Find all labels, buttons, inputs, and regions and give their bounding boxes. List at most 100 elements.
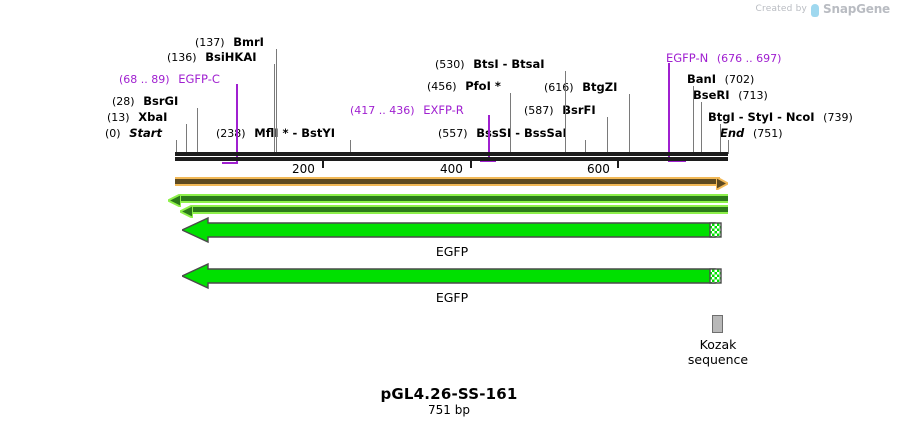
page-title: pGL4.26-SS-161 [380,385,518,403]
leader-site-bseri [701,102,702,154]
leader-site-bsssi-bsssai [585,140,586,154]
feature-orange-track[interactable] [175,175,731,192]
ruler-tick-200 [322,161,324,168]
site-bseri-position: (713) [738,89,768,102]
label-site-xbai[interactable]: (13) XbaI [107,110,167,124]
site-btsi-btsai-position: (530) [435,58,465,71]
site-bmri-enzyme: BmrI [233,35,264,49]
leader-site-btgi-styi-ncoi [720,124,721,154]
primer-exfp-r-range: (417 .. 436) [350,104,415,117]
site-xbai-position: (13) [107,111,130,124]
sequence-length-label: 751 bp [428,403,470,417]
site-bseri-enzyme: BseRI [693,88,730,102]
site-bsihkai-position: (136) [167,51,197,64]
leader-site-bmri [276,49,277,154]
site-pfoi-position: (456) [427,80,457,93]
ruler-label-200: 200 [292,162,315,176]
feature-kozak-sequence-label: Kozak sequence [687,337,749,367]
site-btgzi-enzyme: BtgZI [582,80,618,94]
ruler-label-400: 400 [440,162,463,176]
site-bsrfi-enzyme: BsrFI [562,103,596,117]
leader-site-bsrfi [607,117,608,154]
ruler-tick-600 [617,161,619,168]
site-bmri-position: (137) [195,36,225,49]
label-site-bmri[interactable]: (137) BmrI [195,35,264,49]
feature-egfp-1-label: EGFP [435,244,469,259]
leader-site-btgzi [629,94,630,154]
label-site-bsssi-bsssai[interactable]: (557) BssSI - BssSaI [438,126,567,140]
label-site-btgi-styi-ncoi[interactable]: BtgI - StyI - NcoI (739) [708,110,853,124]
feature-thin-green-1[interactable] [165,192,728,209]
site-xbai-enzyme: XbaI [138,110,168,124]
leader-site-bsihkai [274,64,275,154]
site-bsihkai-enzyme: BsiHKAI [205,50,257,64]
primer-egfp-n-range: (676 .. 697) [716,52,782,65]
snapgene-watermark: Created by SnapGene [755,2,890,17]
feature-kozak-sequence[interactable] [712,315,723,333]
leader-site-xbai [186,124,187,154]
leader-site-btsi-btsai [565,71,566,154]
sequence-ruler[interactable] [175,152,728,161]
feature-thin-green-2[interactable] [177,203,728,220]
site-mfli-bstyi-enzyme: MflI * - BstYI [254,126,336,140]
label-site-btgzi[interactable]: (616) BtgZI [544,80,617,94]
leader-primer-egfp-n-hook [668,160,686,162]
leader-site-start [176,140,177,154]
label-site-bsrfi[interactable]: (587) BsrFI [524,103,596,117]
leader-primer-egfp-c-hook [222,162,238,164]
feature-thin-green-2-body [192,205,728,214]
label-site-bsihkai[interactable]: (136) BsiHKAI [167,50,257,64]
leader-primer-egfp-n [668,63,670,162]
site-bsssi-bsssai-enzyme: BssSI - BssSaI [476,126,567,140]
site-bani-enzyme: BanI [687,72,716,86]
site-btgi-styi-ncoi-position: (739) [823,111,853,124]
site-start-enzyme: Start [129,126,162,140]
site-btsi-btsai-enzyme: BtsI - BtsaI [473,57,545,71]
site-bsrgi-enzyme: BsrGI [143,94,179,108]
leader-site-pfoi [510,93,511,154]
label-site-bseri[interactable]: BseRI (713) [693,88,768,102]
site-pfoi-enzyme: PfoI * [465,79,501,93]
feature-thin-green-1-body [180,194,728,203]
watermark-prefix: Created by [755,4,808,14]
watermark-brand: SnapGene [823,2,890,16]
label-primer-egfp-n[interactable]: EGFP-N (676 .. 697) [666,51,781,65]
label-site-start[interactable]: (0) Start [105,126,162,140]
site-bani-position: (702) [724,73,755,86]
site-bsrfi-position: (587) [524,104,554,117]
feature-orange-arrowhead-right [715,175,731,192]
primer-egfp-c-range: (68 .. 89) [119,73,170,86]
site-end-enzyme: End [720,126,745,140]
site-start-position: (0) [105,127,121,140]
leader-primer-exfp-r-hook [480,160,496,162]
site-bsrgi-position: (28) [112,95,135,108]
label-primer-egfp-c[interactable]: (68 .. 89) EGFP-C [119,72,220,86]
leader-site-bani [693,86,694,154]
label-site-bsrgi[interactable]: (28) BsrGI [112,94,178,108]
primer-exfp-r-name: EXFP-R [423,103,464,117]
ruler-bar-top [175,152,728,156]
feature-egfp-2[interactable] [182,262,723,290]
snapgene-logo-icon [811,3,820,17]
primer-egfp-n-name: EGFP-N [666,51,709,65]
leader-primer-egfp-c [236,84,238,164]
site-btgi-styi-ncoi-enzyme: BtgI - StyI - NcoI [708,110,815,124]
site-bsssi-bsssai-position: (557) [438,127,468,140]
site-btgzi-position: (616) [544,81,574,94]
ruler-label-600: 600 [587,162,610,176]
feature-egfp-2-label: EGFP [435,290,469,305]
feature-orange-body [175,177,720,186]
label-site-end[interactable]: End (751) [720,126,783,140]
label-site-btsi-btsai[interactable]: (530) BtsI - BtsaI [435,57,545,71]
label-site-pfoi[interactable]: (456) PfoI * [427,79,501,93]
leader-primer-exfp-r [488,115,490,162]
leader-site-bsrgi [197,108,198,154]
feature-egfp-1[interactable] [182,216,723,244]
label-primer-exfp-r[interactable]: (417 .. 436) EXFP-R [350,103,464,117]
ruler-bar-bottom [175,157,728,161]
label-site-bani[interactable]: BanI (702) [687,72,754,86]
leader-site-mfli-bstyi [350,140,351,154]
ruler-tick-400 [470,161,472,168]
site-mfli-bstyi-position: (238) [216,127,246,140]
